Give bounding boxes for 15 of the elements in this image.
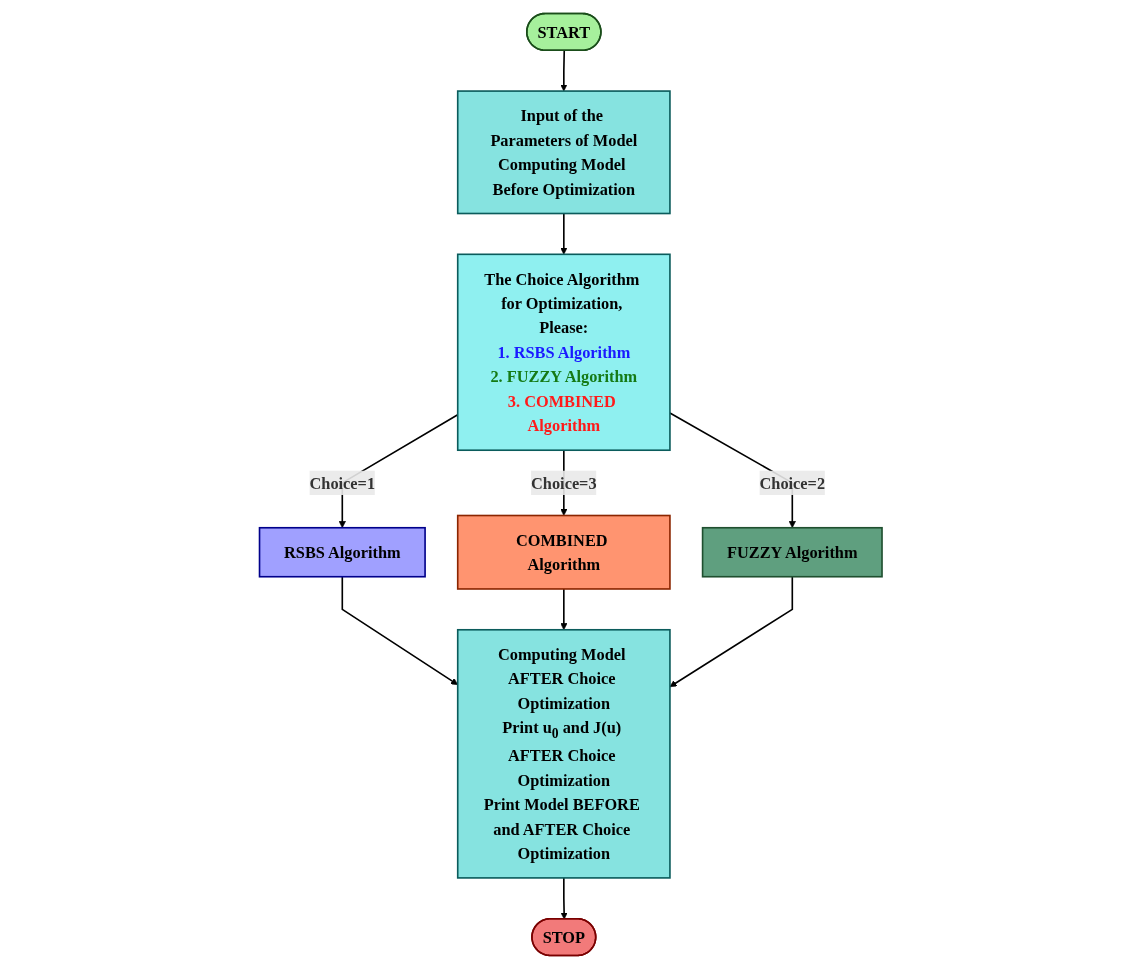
node-box: RSBS Algorithm xyxy=(258,526,426,578)
arrow xyxy=(559,588,568,631)
node-box: The Choice Algorithm for Optimization, Please: 1. RSBS Algorithm 2. FUZZY Algorithm 3. COMBINED Algorithm xyxy=(456,253,671,452)
node-box: Input of the Parameters of Model Computing Model Before Optimization xyxy=(456,90,671,215)
node-box: Computing Model AFTER Choice Optimization Print u$_{0}$ and J(u) AFTER Choice Optimization Print Model BEFORE and AFTER Choice Optimization xyxy=(456,628,671,879)
node-box: COMBINED Algorithm xyxy=(456,514,671,590)
arrow xyxy=(559,49,568,92)
arrow xyxy=(560,877,568,920)
edge-label: Choice=1 xyxy=(309,473,375,492)
arrow xyxy=(559,212,568,255)
edge-label: Choice=3 xyxy=(530,473,597,492)
edge-label: Choice=2 xyxy=(759,473,825,492)
arrow xyxy=(341,575,458,685)
node-box: FUZZY Algorithm xyxy=(701,526,883,578)
arrow xyxy=(669,575,793,688)
